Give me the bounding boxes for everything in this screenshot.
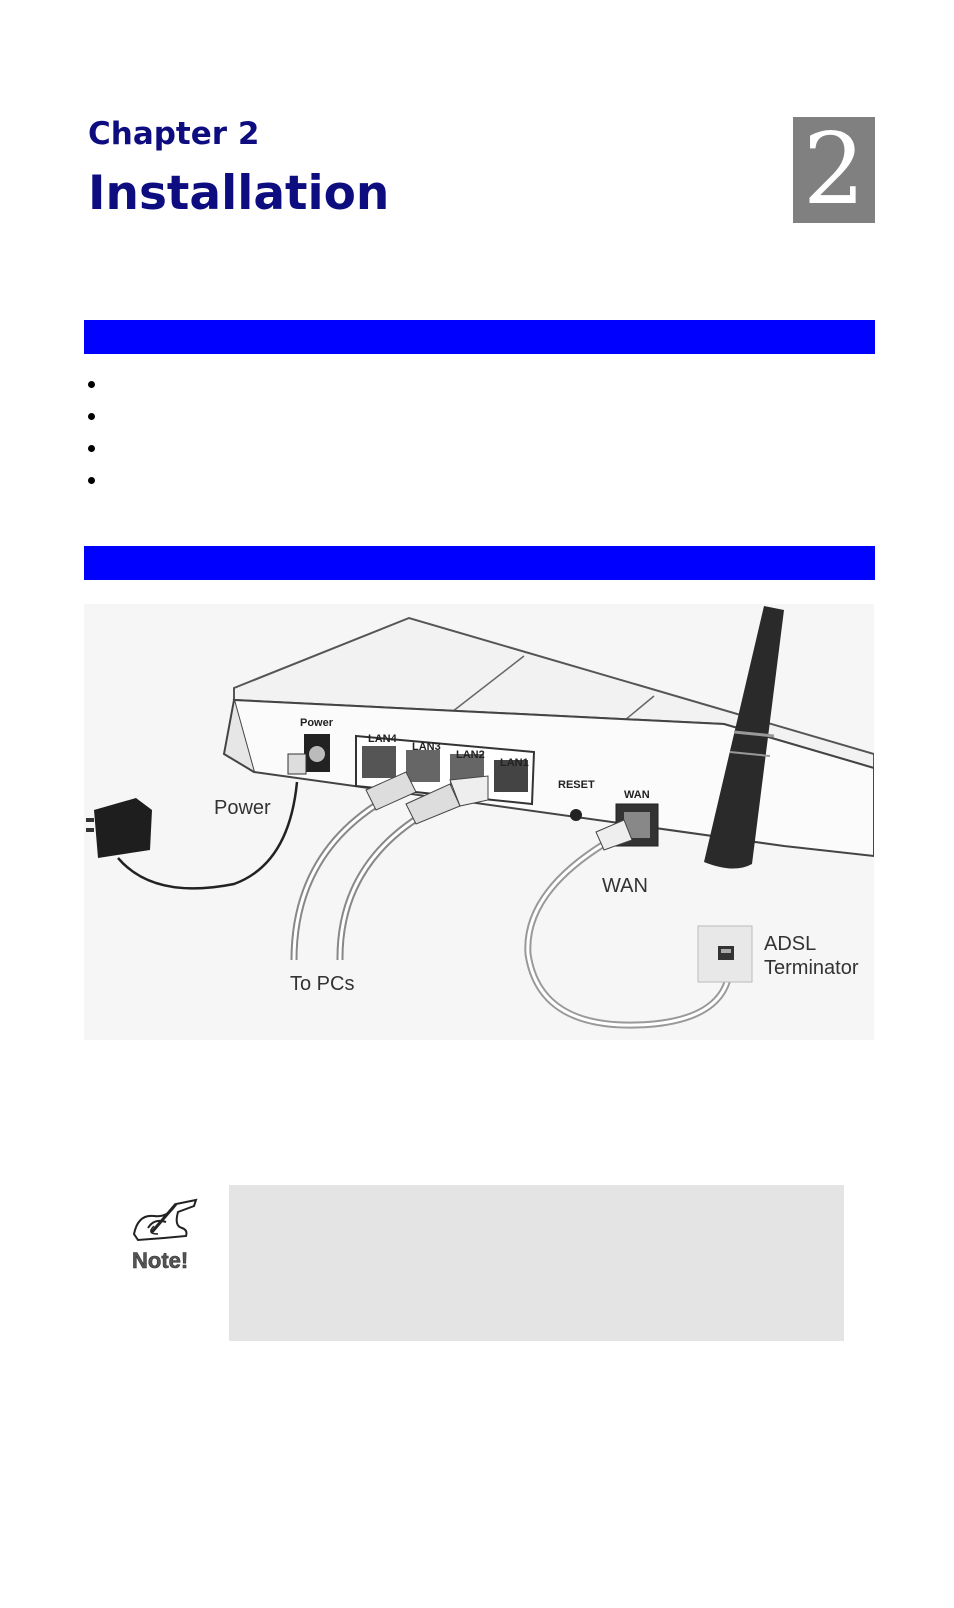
to-pcs-label: To PCs <box>290 973 354 995</box>
chapter-title: Installation <box>88 166 390 221</box>
chapter-label: Chapter 2 <box>88 116 260 152</box>
wan-label: WAN <box>602 875 648 897</box>
power-plug <box>287 753 307 775</box>
lan4-port <box>362 746 396 778</box>
lan1-port <box>494 760 528 792</box>
bullet-icon <box>88 381 95 388</box>
chapter-number-badge: 2 <box>793 117 875 223</box>
installation-diagram: Power LAN4 LAN3 LAN2 LAN1 RESET WAN Powe… <box>84 604 874 1040</box>
lan1-label: LAN1 <box>500 757 529 769</box>
antenna <box>704 606 784 869</box>
power-cable <box>117 781 299 890</box>
bullet-icon <box>88 445 95 452</box>
bullet-icon <box>88 477 95 484</box>
reset-label: RESET <box>558 779 595 791</box>
lan4-label: LAN4 <box>368 733 398 745</box>
power-label: Power <box>214 797 271 819</box>
note-icon-label: Note! <box>132 1248 188 1273</box>
power-port-label: Power <box>300 717 334 729</box>
section-bar-setup <box>84 546 875 580</box>
lan3-port <box>406 750 440 782</box>
wan-port-label: WAN <box>624 789 650 801</box>
lan2-label: LAN2 <box>456 749 485 761</box>
lan-plug-1 <box>365 771 417 811</box>
note-box <box>229 1185 844 1341</box>
terminator-label: Terminator <box>764 957 859 979</box>
adsl-label: ADSL <box>764 933 816 955</box>
power-adapter <box>94 798 152 858</box>
wan-plug <box>595 819 633 851</box>
lan3-label: LAN3 <box>412 741 441 753</box>
bullet-icon <box>88 413 95 420</box>
reset-button <box>570 809 582 821</box>
section-bar-requirements <box>84 320 875 354</box>
pencil-note-icon: Note! <box>124 1196 204 1276</box>
